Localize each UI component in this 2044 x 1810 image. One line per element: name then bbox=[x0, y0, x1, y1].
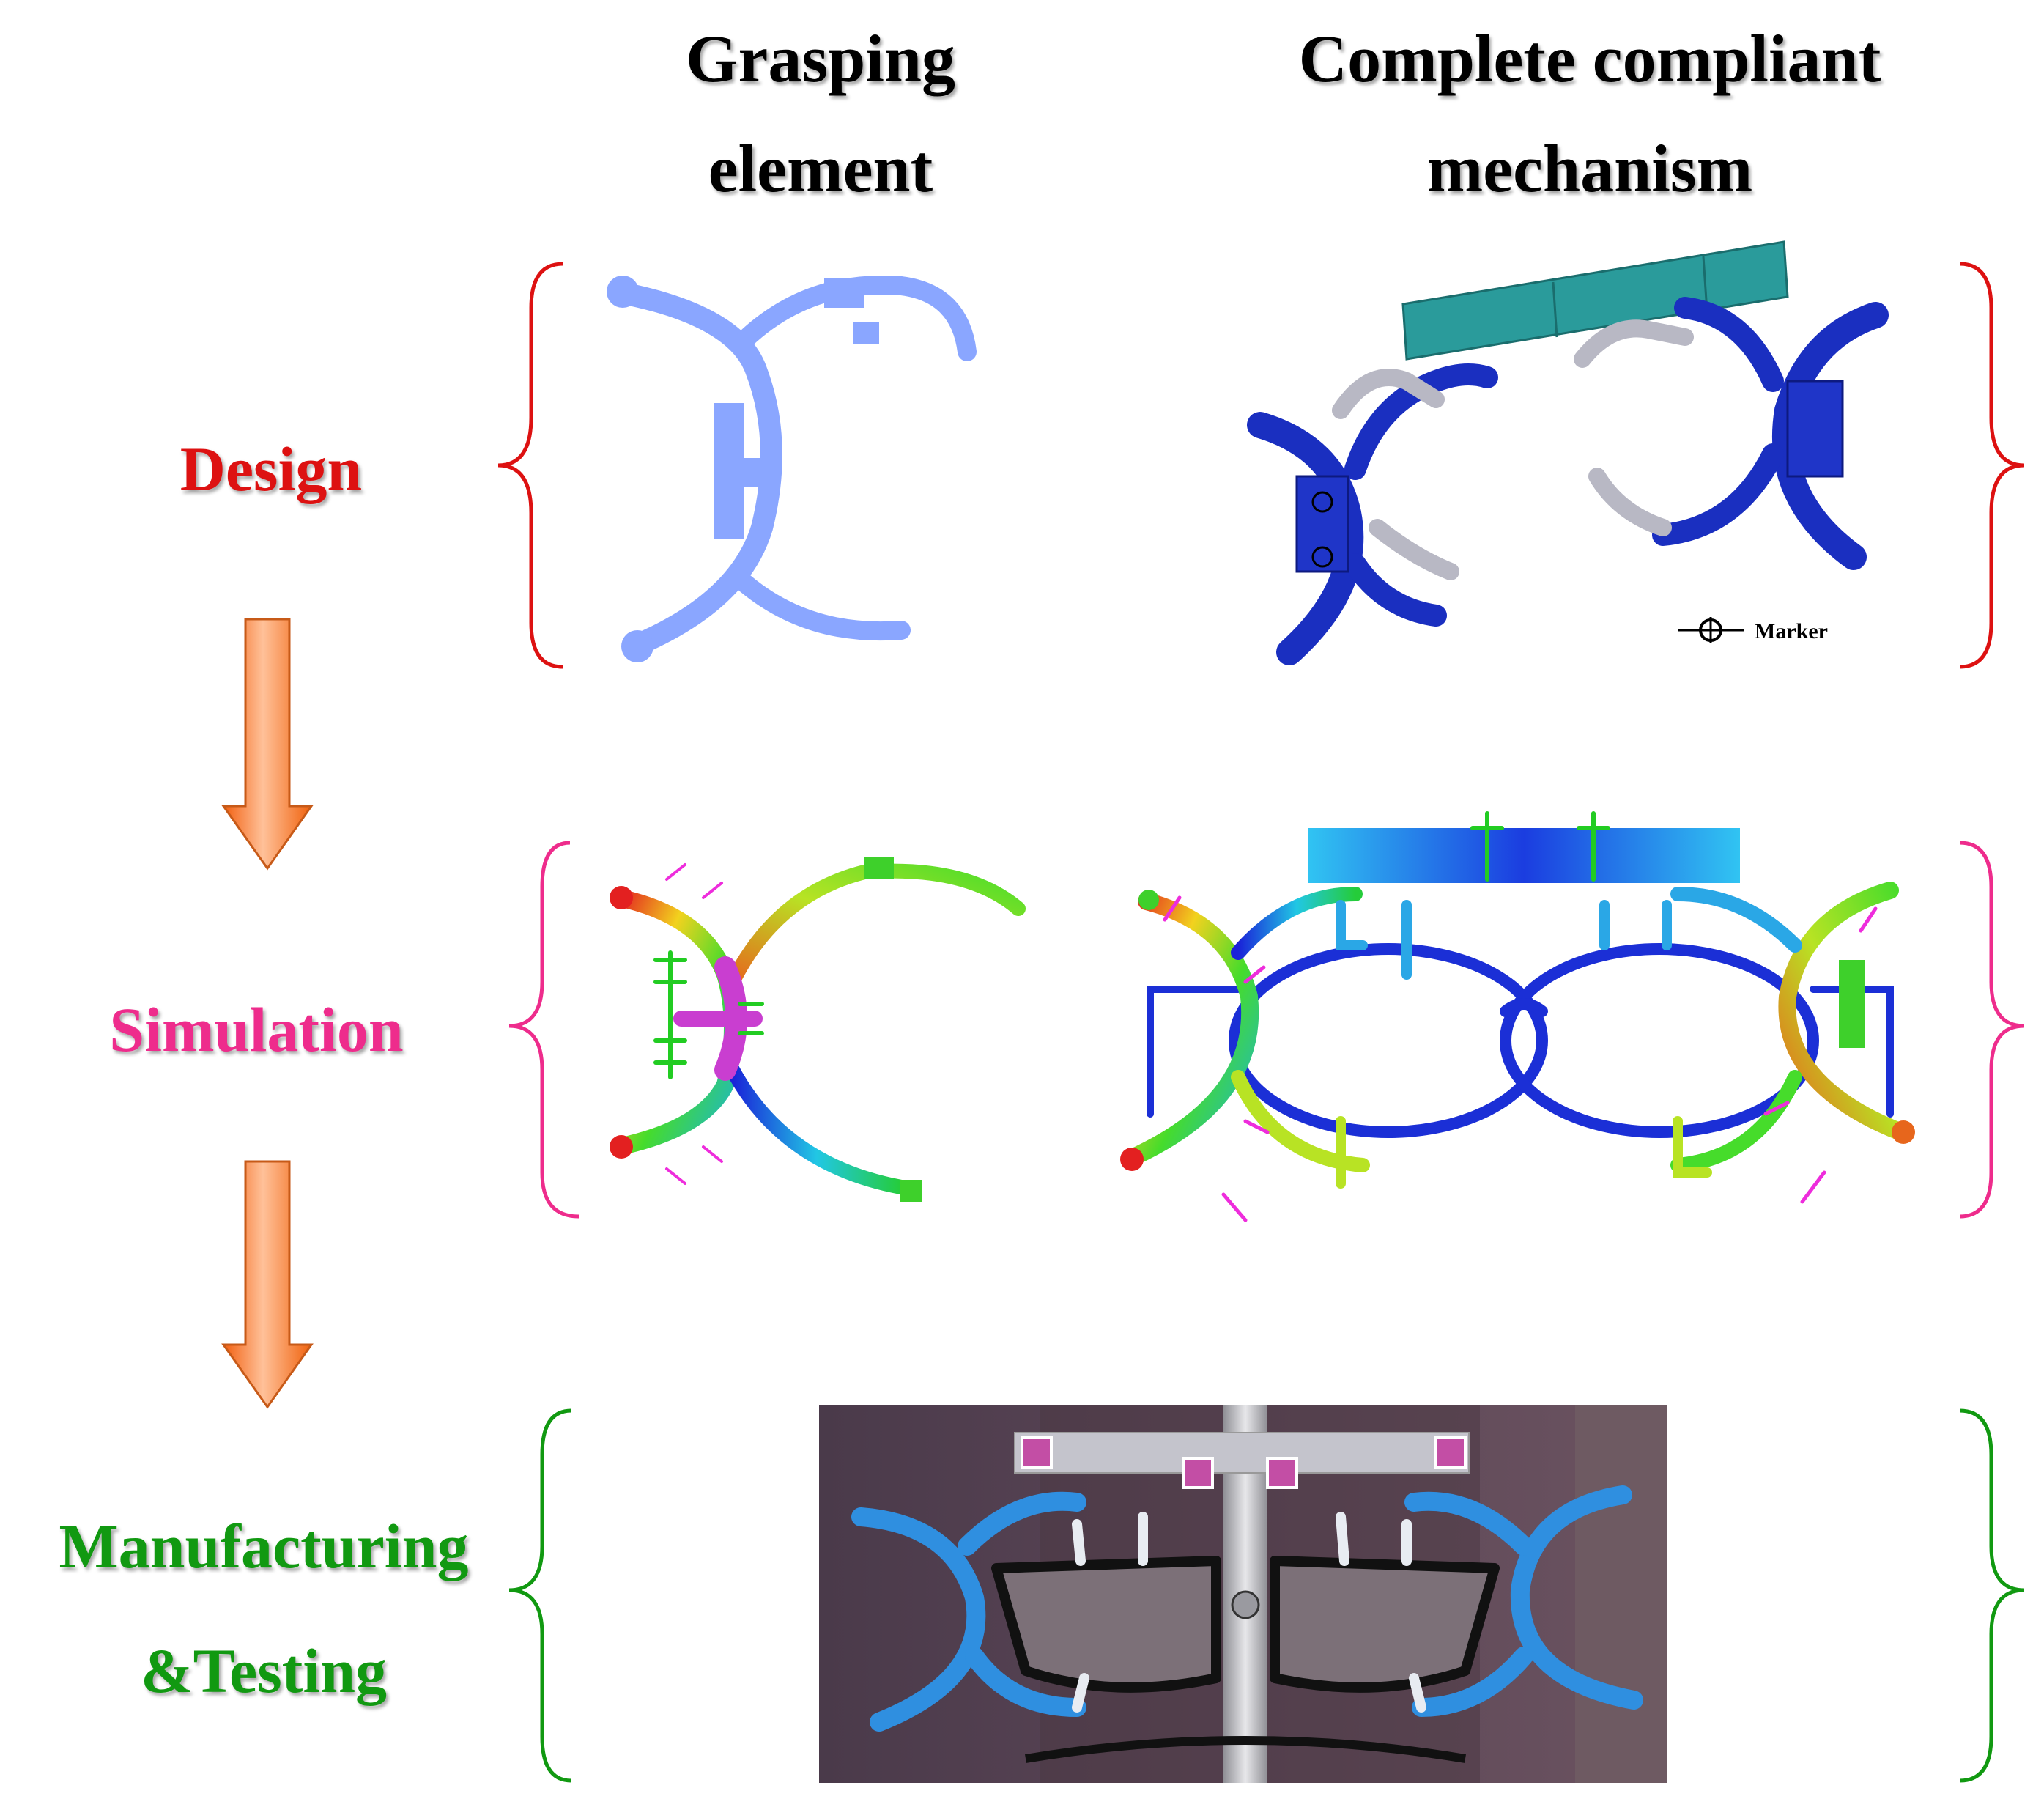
manufacturing-photo bbox=[819, 1405, 1667, 1783]
design-complete-mechanism: Marker bbox=[1247, 240, 1889, 665]
complete-mechanism-title: Complete compliant mechanism bbox=[1187, 0, 1993, 227]
marker-label: Marker bbox=[1755, 619, 1828, 643]
complete-title-line1: Complete compliant bbox=[1298, 21, 1881, 96]
manufacturing-right-brace bbox=[1959, 1408, 2025, 1783]
stage-label-simulation: Simulation bbox=[109, 994, 404, 1065]
arrow-simulation-to-manufacturing bbox=[221, 1160, 314, 1409]
simulation-right-brace bbox=[1959, 841, 2025, 1219]
design-right-brace bbox=[1959, 262, 2025, 669]
stage-label-design: Design bbox=[179, 434, 363, 504]
simulation-complete-mechanism bbox=[1120, 811, 1915, 1222]
manufacturing-line2: &Testing bbox=[140, 1636, 388, 1706]
manufacturing-left-brace bbox=[508, 1408, 572, 1783]
grasping-title-line2: element bbox=[708, 131, 933, 206]
manufacturing-line1: Manufacturing bbox=[59, 1511, 469, 1581]
grasping-title-line1: Grasping bbox=[685, 21, 956, 96]
simulation-grasping-element bbox=[610, 857, 1026, 1202]
marker-legend: Marker bbox=[1678, 617, 1828, 643]
simulation-left-brace bbox=[508, 841, 579, 1219]
stage-label-manufacturing: Manufacturing &Testing bbox=[0, 1480, 527, 1737]
complete-title-line2: mechanism bbox=[1426, 131, 1753, 206]
design-grasping-element bbox=[607, 276, 977, 662]
design-left-brace bbox=[497, 262, 563, 669]
grasping-element-title: Grasping element bbox=[557, 0, 1084, 227]
arrow-design-to-simulation bbox=[221, 618, 314, 871]
